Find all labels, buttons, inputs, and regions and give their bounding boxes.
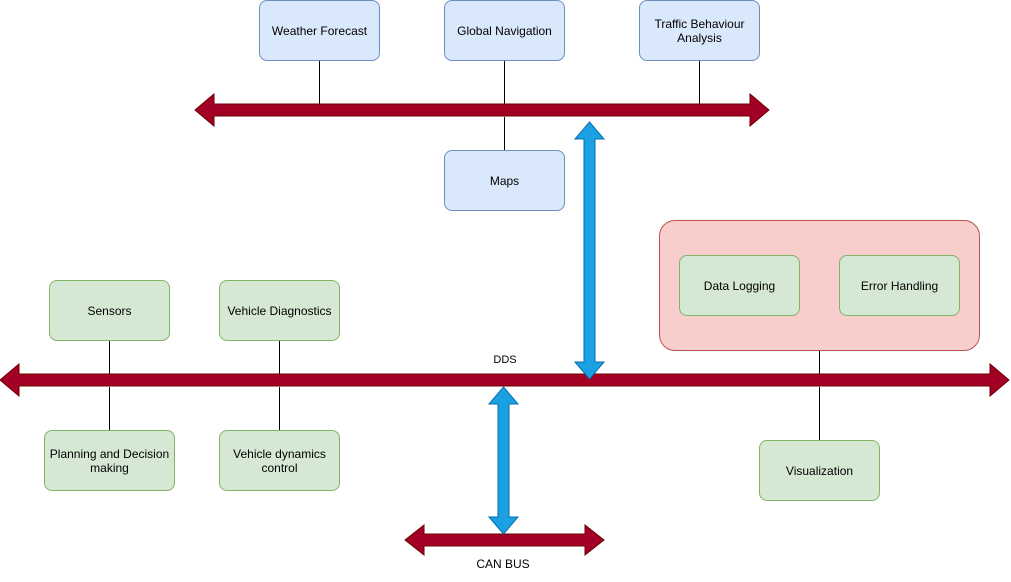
visualization-node: Visualization [759, 440, 880, 501]
data-logging-label: Data Logging [703, 278, 776, 293]
sensors-label: Sensors [87, 303, 132, 318]
visualization-label: Visualization [785, 463, 854, 478]
data-logging-node: Data Logging [679, 255, 800, 316]
vehicle-diagnostics-node: Vehicle Diagnostics [219, 280, 340, 341]
maps-label: Maps [489, 173, 520, 188]
global-navigation-label: Global Navigation [457, 23, 552, 38]
weather-forecast-label: Weather Forecast [271, 23, 368, 38]
dds-can-link-arrow [487, 386, 520, 535]
dds-bus-arrow [0, 362, 1010, 398]
can-bus-label: CAN BUS [476, 557, 530, 571]
error-handling-node: Error Handling [839, 255, 960, 316]
vehicle-dynamics-label: Vehicle dynamics control [233, 446, 326, 475]
weather-forecast-node: Weather Forecast [259, 0, 380, 61]
dds-bus-label: DDS [493, 354, 517, 366]
planning-label: Planning and Decision making [49, 446, 170, 475]
vehicle-dynamics-node: Vehicle dynamics control [219, 430, 340, 491]
traffic-behaviour-label: Traffic Behaviour Analysis [654, 16, 745, 45]
maps-node: Maps [444, 150, 565, 211]
sensors-node: Sensors [49, 280, 170, 341]
planning-node: Planning and Decision making [44, 430, 175, 491]
error-handling-label: Error Handling [860, 278, 939, 293]
global-navigation-node: Global Navigation [444, 0, 565, 61]
maps-dds-link-arrow [573, 121, 606, 380]
upper-bus-arrow [194, 92, 770, 128]
can-bus-arrow [404, 523, 605, 557]
traffic-behaviour-node: Traffic Behaviour Analysis [639, 0, 760, 61]
vehicle-diagnostics-label: Vehicle Diagnostics [227, 303, 332, 318]
